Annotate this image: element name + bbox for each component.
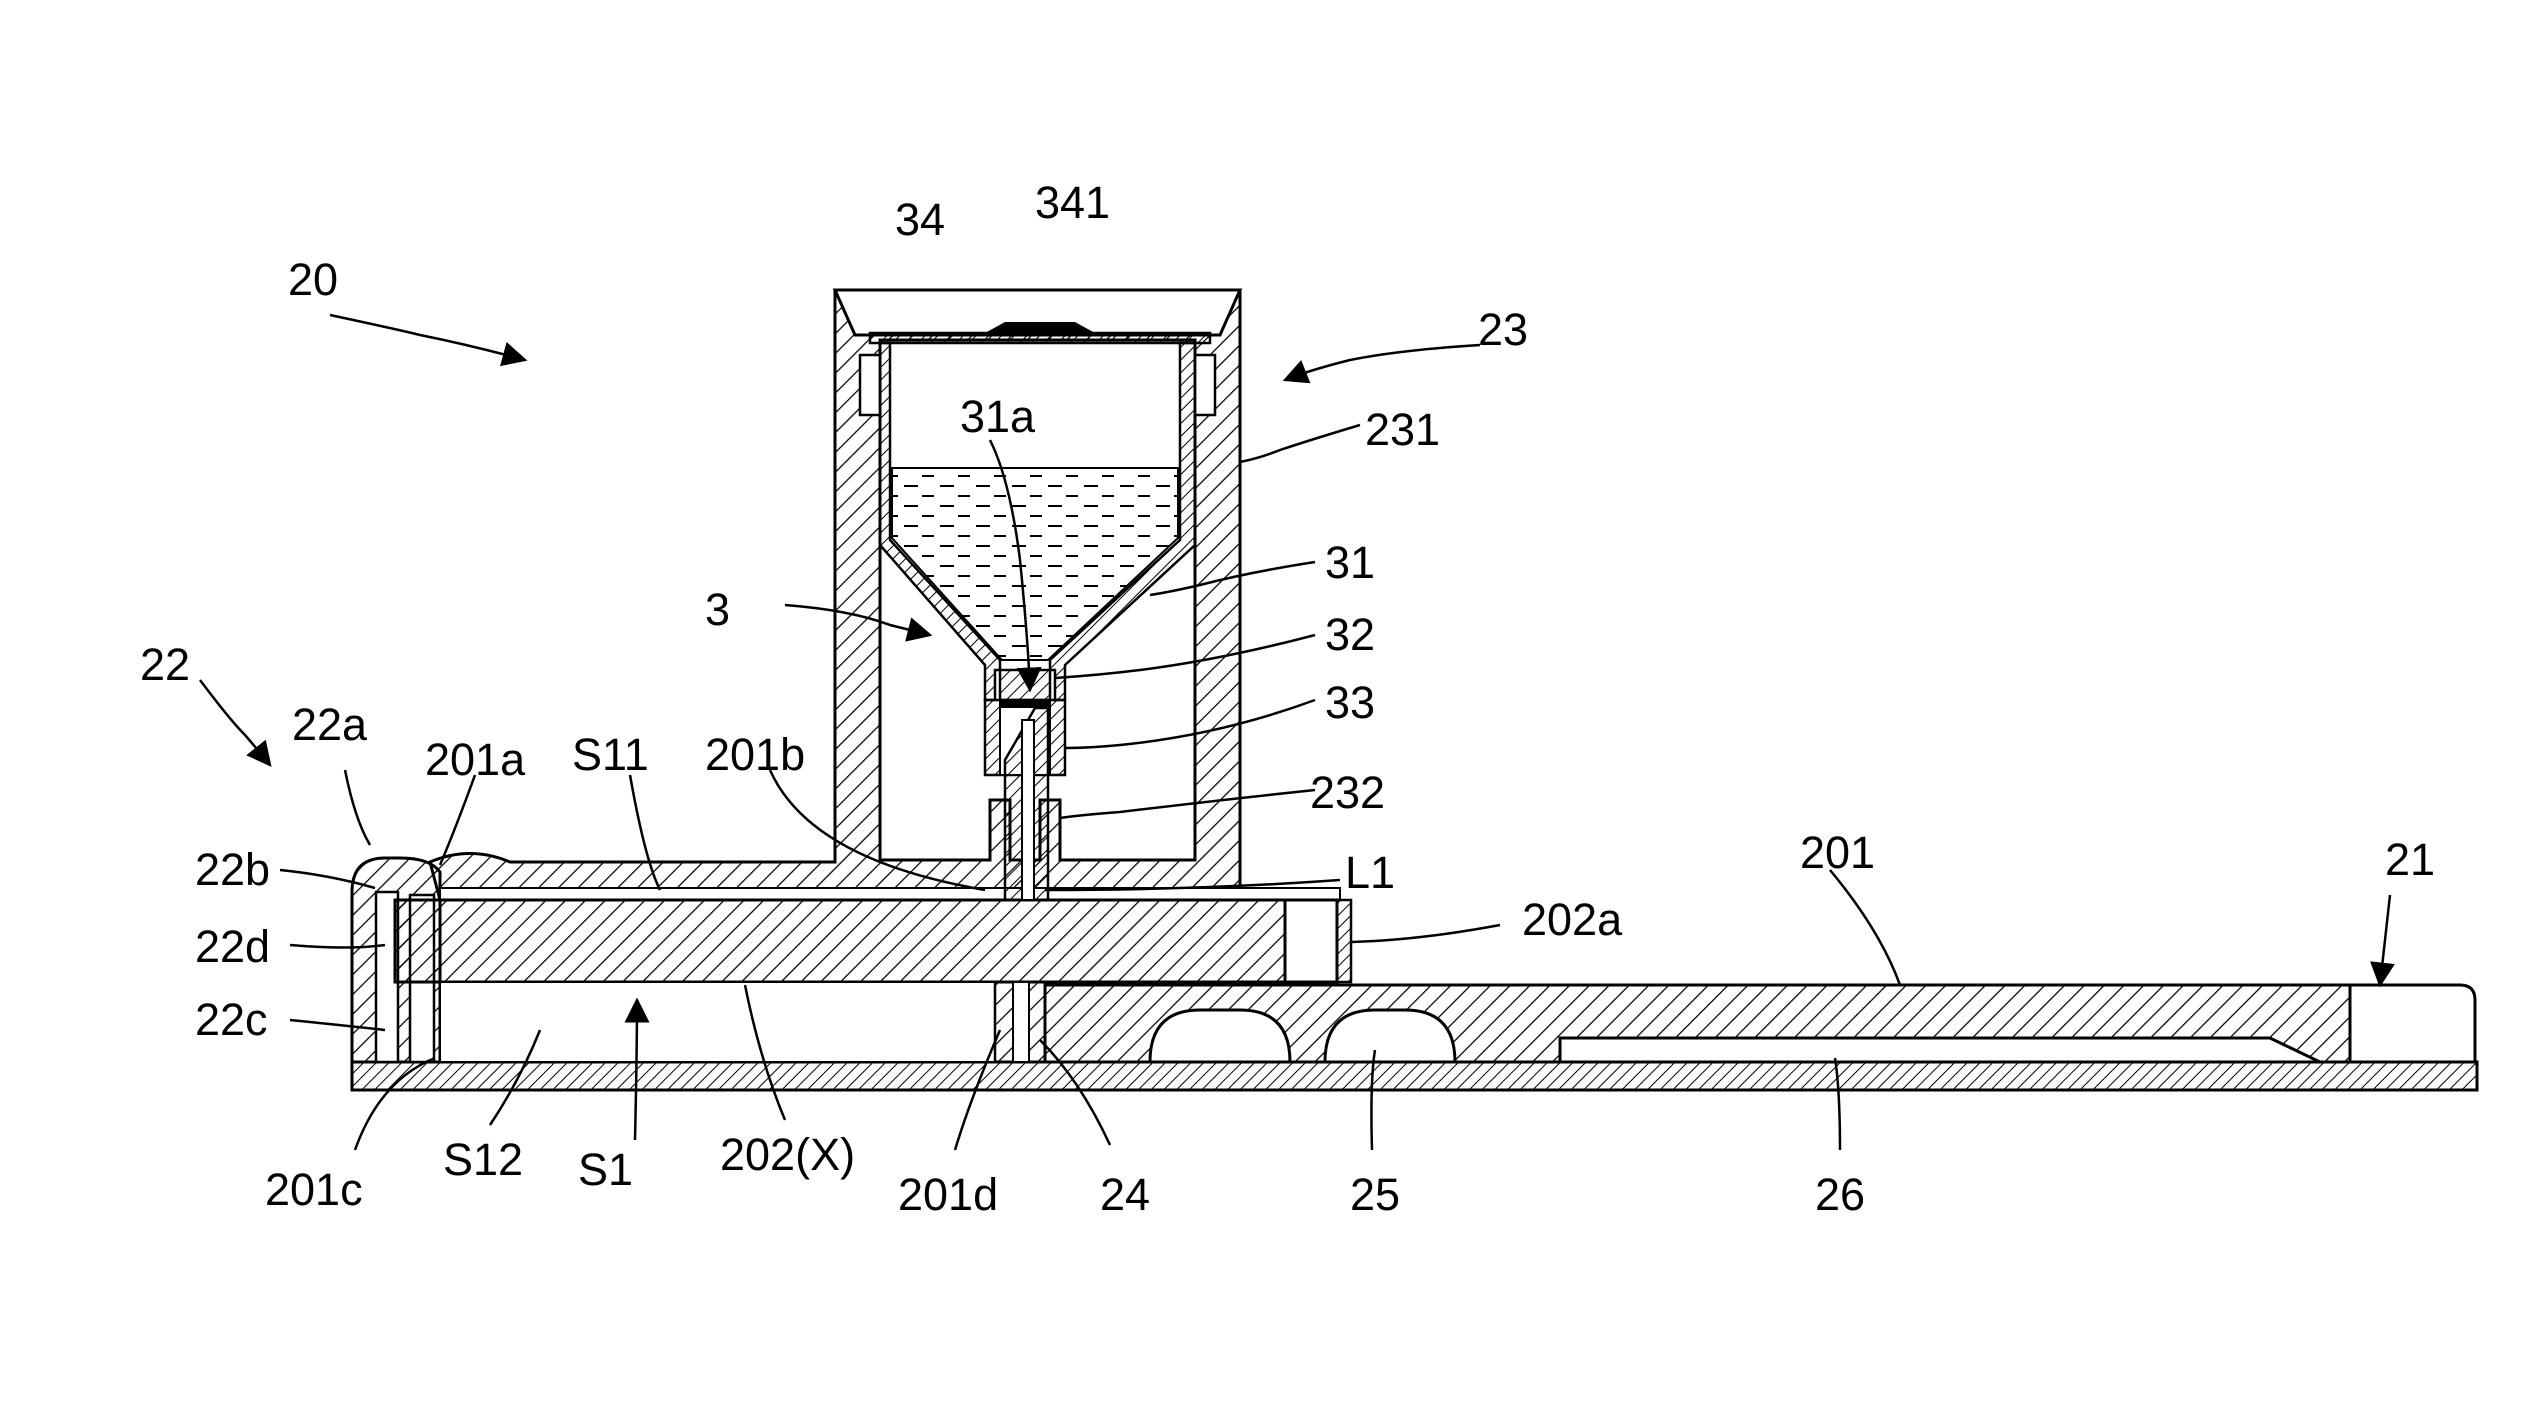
leader-201a	[440, 775, 475, 865]
label-20: 20	[288, 254, 338, 305]
label-201a: 201a	[425, 734, 526, 785]
label-202X: 202(X)	[720, 1129, 855, 1180]
leader-22	[200, 680, 270, 765]
label-31: 31	[1325, 537, 1375, 588]
label-22d: 22d	[195, 921, 270, 972]
label-26: 26	[1815, 1169, 1865, 1220]
label-201d: 201d	[898, 1169, 998, 1220]
label-22c: 22c	[195, 994, 268, 1045]
leader-202a	[1352, 925, 1500, 942]
label-L1: L1	[1345, 847, 1395, 898]
label-34: 34	[895, 194, 945, 245]
channel-26	[1560, 1038, 2320, 1062]
body-201	[1045, 985, 2475, 1062]
space-S11	[440, 888, 1340, 900]
leader-23	[1285, 345, 1480, 380]
label-32: 32	[1325, 609, 1375, 660]
label-22: 22	[140, 639, 190, 690]
chamber-25b	[1325, 1010, 1455, 1062]
leader-201	[1830, 870, 1900, 985]
chamber-25a	[1150, 1010, 1290, 1062]
label-201: 201	[1800, 827, 1875, 878]
leader-22a	[345, 770, 370, 845]
label-202a: 202a	[1522, 894, 1623, 945]
label-232: 232	[1310, 767, 1385, 818]
label-25: 25	[1350, 1169, 1400, 1220]
label-3: 3	[705, 584, 730, 635]
label-23: 23	[1478, 304, 1528, 355]
base-plate	[352, 1062, 2477, 1090]
label-22a: 22a	[292, 699, 368, 750]
label-201c: 201c	[265, 1164, 363, 1215]
leader-21	[2380, 895, 2390, 985]
label-22b: 22b	[195, 844, 270, 895]
leader-20	[330, 315, 525, 360]
label-S1: S1	[578, 1144, 633, 1195]
label-33: 33	[1325, 677, 1375, 728]
plate-202	[395, 900, 1351, 982]
leader-231	[1240, 425, 1360, 462]
label-24: 24	[1100, 1169, 1150, 1220]
label-S12: S12	[443, 1134, 523, 1185]
label-21: 21	[2385, 834, 2435, 885]
label-S11: S11	[572, 729, 649, 780]
label-31a: 31a	[960, 391, 1036, 442]
label-341: 341	[1035, 177, 1110, 228]
label-201b: 201b	[705, 729, 805, 780]
leader-22d	[290, 945, 385, 948]
label-231: 231	[1365, 404, 1440, 455]
